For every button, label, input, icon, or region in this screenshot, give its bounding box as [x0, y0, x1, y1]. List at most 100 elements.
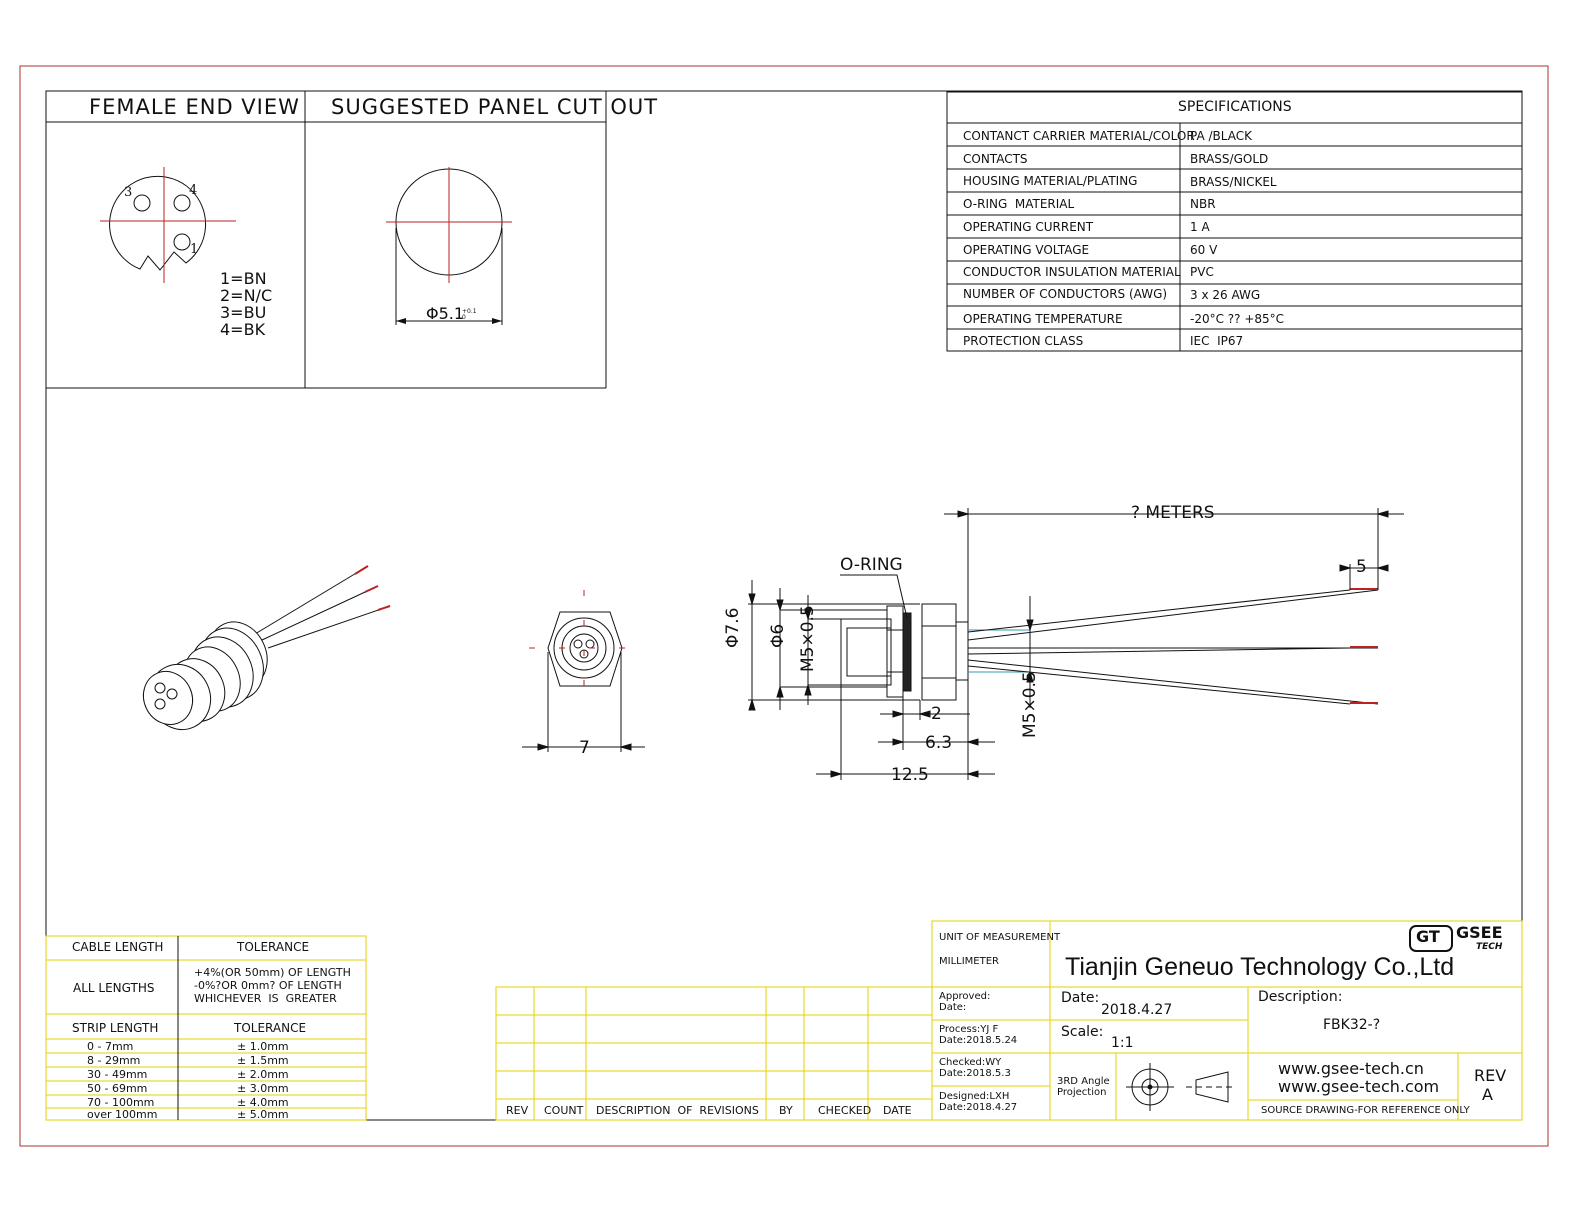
strip-length-dimension: 5	[1356, 557, 1367, 577]
spec-label: CONTANCT CARRIER MATERIAL/COLOR	[963, 129, 1195, 143]
company-name: Tianjin Geneuo Technology Co.,Ltd	[1065, 953, 1455, 981]
view-boxes	[46, 91, 607, 389]
pin-label-1: 1	[190, 242, 199, 257]
all-lengths-tolerance: +4%(OR 50mm) OF LENGTH -0%?OR 0mm? OF LE…	[194, 966, 351, 1005]
strip-range: 70 - 100mm	[87, 1096, 155, 1109]
panel-cutout-title: SUGGESTED PANEL CUT OUT	[331, 95, 659, 119]
pin-label-4: 4	[189, 183, 198, 198]
diameter-6-dimension: Φ6	[768, 623, 788, 648]
logo-subtext: TECH	[1476, 942, 1503, 952]
rev-col-header: REV	[506, 1104, 529, 1117]
spec-label: OPERATING VOLTAGE	[963, 243, 1090, 257]
specifications-title: SPECIFICATIONS	[1178, 99, 1292, 115]
spec-label: OPERATING TEMPERATURE	[963, 312, 1123, 326]
revisions-table-lines	[495, 986, 933, 1121]
website-com: www.gsee-tech.com	[1278, 1077, 1440, 1096]
outer-frame	[19, 65, 1549, 1147]
scale-label: Scale:	[1061, 1024, 1104, 1040]
process-field: Process:YJ F Date:2018.5.24	[939, 1024, 1018, 1046]
cable-table-lines	[45, 935, 367, 1121]
projection-label: 3RD Angle Projection	[1057, 1076, 1110, 1098]
spec-value: BRASS/NICKEL	[1190, 175, 1277, 189]
width-2-dimension: 2	[931, 704, 942, 724]
female-end-view-drawing	[100, 167, 236, 283]
all-lengths-label: ALL LENGTHS	[73, 981, 155, 995]
spec-label: PROTECTION CLASS	[963, 334, 1084, 348]
tolerance-header: TOLERANCE	[237, 940, 310, 954]
pin-3	[133, 194, 151, 212]
unit-of-measurement-label: UNIT OF MEASUREMENT	[939, 932, 1061, 943]
spec-label: HOUSING MATERIAL/PLATING	[963, 174, 1138, 188]
pin-legend-2: 2=N/C	[220, 286, 273, 305]
strip-tol: ± 2.0mm	[237, 1068, 289, 1081]
logo-text: GSEE	[1456, 923, 1503, 942]
count-col-header: COUNT	[544, 1104, 584, 1117]
spec-label: NUMBER OF CONDUCTORS (AWG)	[963, 287, 1168, 301]
unit-of-measurement-value: MILLIMETER	[939, 956, 999, 967]
gsee-logo	[1409, 925, 1453, 952]
spec-value: 3 x 26 AWG	[1190, 288, 1261, 302]
connector-front-view	[522, 590, 645, 752]
spec-value: PVC	[1190, 265, 1214, 279]
o-ring-label: O-RING	[840, 555, 903, 575]
projection-symbol	[1126, 1063, 1236, 1111]
date-col-header: DATE	[883, 1104, 912, 1117]
thread-right-dimension: M5×0.5	[1020, 671, 1040, 738]
website-cn: www.gsee-tech.cn	[1278, 1059, 1424, 1078]
cutout-diameter: Φ5.1	[426, 304, 465, 323]
connector-3d-view	[142, 565, 391, 730]
strip-range: 8 - 29mm	[87, 1054, 141, 1067]
diameter-7-6-dimension: Φ7.6	[723, 607, 743, 648]
logo-mark: GT	[1416, 927, 1440, 946]
width-12-5-dimension: 12.5	[891, 765, 929, 785]
cable-length-dimension: ? METERS	[1131, 503, 1215, 523]
spec-value: BRASS/GOLD	[1190, 152, 1269, 166]
cable-length-header: CABLE LENGTH	[72, 940, 164, 954]
spec-value: -20°C ?? +85°C	[1190, 312, 1285, 326]
scale-value: 1:1	[1111, 1035, 1134, 1051]
designed-field: Designed:LXH Date:2018.4.27	[939, 1091, 1018, 1113]
strip-range: 50 - 69mm	[87, 1082, 148, 1095]
pin-4	[173, 194, 191, 212]
spec-label: CONDUCTOR INSULATION MATERIAL	[963, 265, 1181, 279]
checked-field: Checked:WY Date:2018.5.3	[939, 1057, 1011, 1079]
date-label: Date:	[1061, 990, 1100, 1006]
description-col-header: DESCRIPTION OF REVISIONS	[596, 1104, 759, 1117]
strip-tol: ± 1.0mm	[237, 1040, 289, 1053]
spec-value: IEC IP67	[1190, 334, 1244, 348]
thread-left-dimension: M5×0.5	[798, 605, 818, 672]
spec-label: OPERATING CURRENT	[963, 220, 1094, 234]
spec-label: CONTACTS	[963, 152, 1028, 166]
rev-value: A	[1482, 1085, 1493, 1104]
strip-tol: ± 3.0mm	[237, 1082, 289, 1095]
pin-1	[173, 233, 191, 251]
pin-legend-4: 4=BK	[220, 320, 266, 339]
description-value: FBK32-?	[1323, 1017, 1381, 1033]
by-col-header: BY	[779, 1104, 793, 1117]
spec-value: 60 V	[1190, 243, 1218, 257]
strip-range: 0 - 7mm	[87, 1040, 134, 1053]
cutout-tolerance: +0.1 0	[462, 308, 477, 321]
spec-label: O-RING MATERIAL	[963, 197, 1075, 211]
approved-field: Approved: Date:	[939, 991, 991, 1013]
width-7-dimension: 7	[579, 738, 590, 758]
date-value: 2018.4.27	[1101, 1002, 1173, 1018]
strip-tolerance-header: TOLERANCE	[234, 1021, 307, 1035]
spec-value: NBR	[1190, 197, 1216, 211]
strip-range: over 100mm	[87, 1108, 158, 1121]
checked-col-header: CHECKED	[818, 1104, 872, 1117]
strip-tol: ± 1.5mm	[237, 1054, 289, 1067]
pin-legend-1: 1=BN	[220, 269, 267, 288]
strip-range: 30 - 49mm	[87, 1068, 148, 1081]
strip-tol: ± 4.0mm	[237, 1096, 289, 1109]
spec-table-lines	[946, 91, 1523, 352]
connector-side-view	[748, 508, 1404, 780]
female-end-view-title: FEMALE END VIEW	[89, 95, 300, 119]
pin-label-3: 3	[124, 185, 133, 200]
panel-cutout-drawing	[386, 167, 512, 325]
strip-tol: ± 5.0mm	[237, 1108, 289, 1121]
pin-legend-3: 3=BU	[220, 303, 267, 322]
strip-length-header: STRIP LENGTH	[72, 1021, 159, 1035]
spec-value: 1 A	[1190, 220, 1210, 234]
